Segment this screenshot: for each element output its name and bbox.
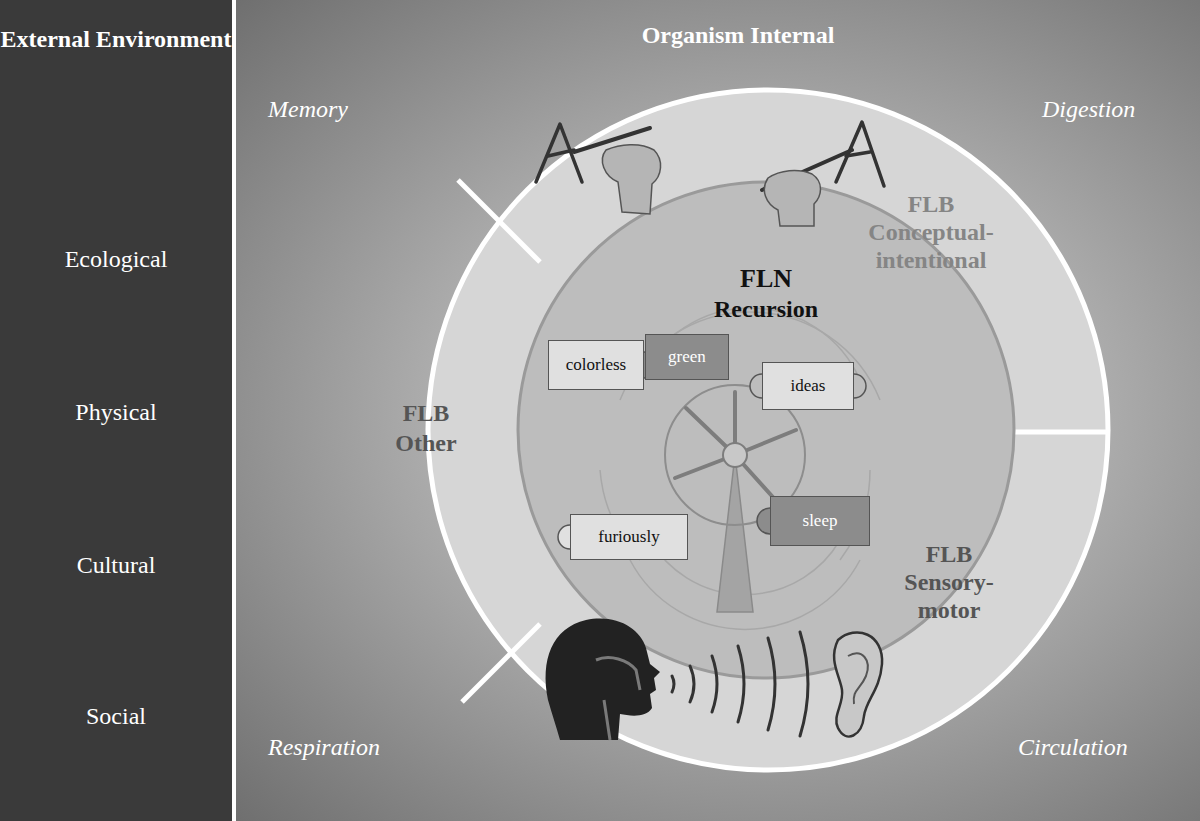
sector-name: Sensory-motor: [884, 568, 1014, 624]
environment-item: Social: [0, 703, 232, 730]
system-label: Circulation: [1018, 734, 1128, 761]
system-label: Respiration: [268, 734, 380, 761]
panel-heading: External Environment: [0, 22, 232, 56]
panel-heading: Organism Internal: [616, 22, 860, 49]
sector-heading: FLB: [368, 398, 484, 428]
puzzle-piece: green: [645, 334, 729, 380]
sector-name: Conceptual-intentional: [846, 218, 1016, 274]
environment-item: Ecological: [0, 246, 232, 273]
puzzle-word: colorless: [560, 355, 632, 375]
puzzle-word: ideas: [785, 376, 832, 396]
sector-name: Other: [368, 428, 484, 458]
flb-sector: FLBOther: [368, 398, 484, 462]
environment-panel: External EnvironmentEcologicalPhysicalCu…: [0, 0, 232, 821]
flb-sector: FLBConceptual-intentional: [846, 190, 1016, 290]
sector-heading: FLB: [846, 190, 1016, 218]
puzzle-word: green: [662, 347, 712, 367]
system-label: Memory: [268, 96, 348, 123]
sector-heading: FLB: [884, 540, 1014, 568]
puzzle-piece: colorless: [548, 340, 644, 390]
environment-item: Cultural: [0, 552, 232, 579]
puzzle-piece: ideas: [762, 362, 854, 410]
puzzle-piece: furiously: [570, 514, 688, 560]
puzzle-word: sleep: [797, 511, 844, 531]
puzzle-piece: sleep: [770, 496, 870, 546]
fln-subheading: Recursion: [678, 296, 854, 323]
system-label: Digestion: [1042, 96, 1135, 123]
fln-heading: FLN: [708, 264, 824, 294]
organism-panel: Organism InternalFLBConceptual-intention…: [236, 0, 1200, 821]
flb-sector: FLBSensory-motor: [884, 540, 1014, 640]
environment-item: Physical: [0, 399, 232, 426]
puzzle-word: furiously: [592, 527, 665, 547]
